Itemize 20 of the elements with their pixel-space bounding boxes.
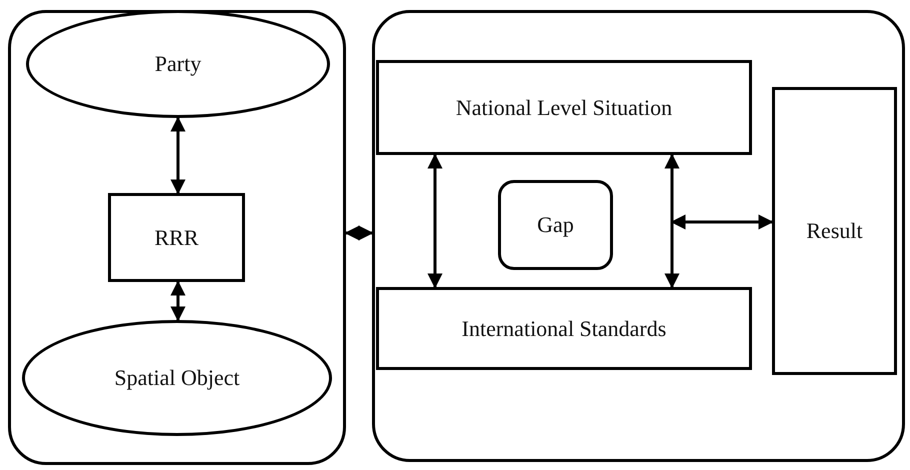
group-panel — [372, 10, 905, 462]
arrow — [344, 226, 374, 240]
rounded-box — [498, 180, 613, 270]
process-box — [772, 87, 897, 375]
node-label: Gap — [537, 212, 574, 238]
arrow — [170, 280, 186, 322]
arrow — [664, 154, 680, 288]
node-label: National Level Situation — [456, 94, 672, 120]
node-label: Result — [806, 218, 863, 244]
process-box — [376, 287, 752, 370]
process-box — [108, 193, 245, 282]
node-label: RRR — [154, 224, 199, 250]
node-label: Party — [154, 51, 202, 77]
arrow — [428, 154, 442, 288]
group-panel — [8, 10, 346, 465]
node-label: Spatial Object — [114, 365, 240, 391]
process-box — [376, 60, 752, 155]
arrow — [170, 116, 186, 194]
arrow — [670, 214, 774, 230]
node-label: International Standards — [462, 316, 666, 342]
